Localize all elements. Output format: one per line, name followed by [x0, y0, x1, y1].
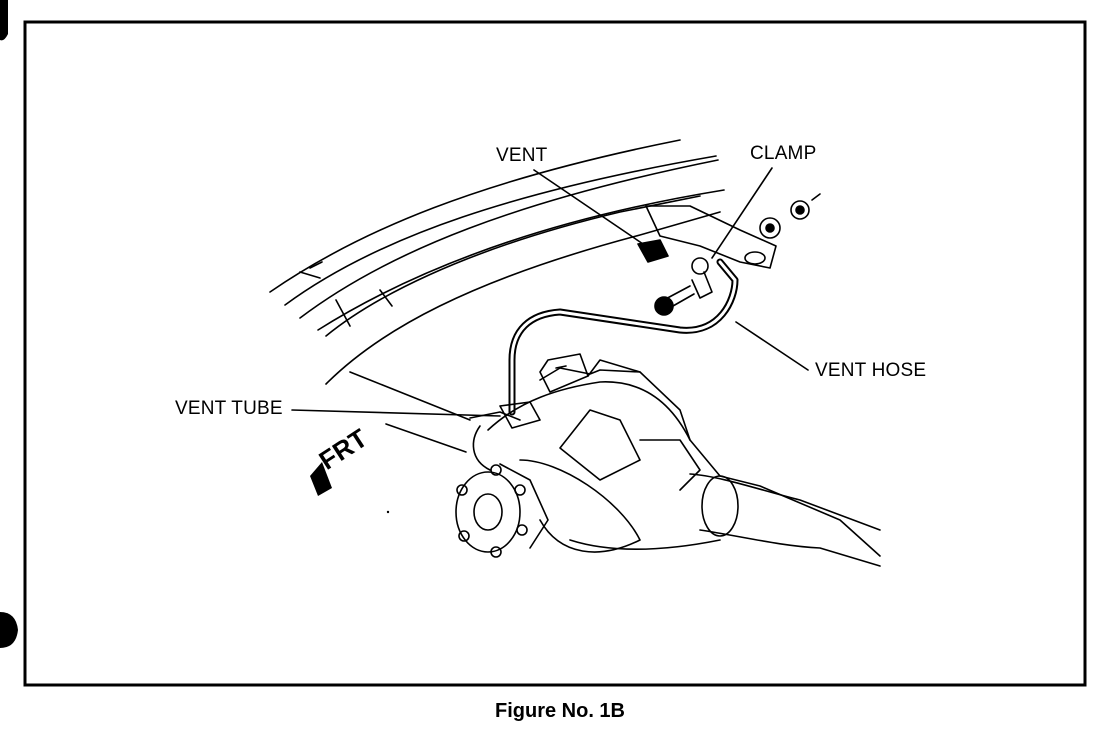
clamp-bracket — [645, 205, 777, 269]
diff-bottom — [569, 539, 721, 550]
diff-rib-2 — [639, 439, 701, 491]
body-notch — [299, 261, 323, 279]
figure-border — [23, 20, 1087, 687]
pinion-housing — [499, 463, 549, 549]
axle-tube-left-end — [472, 425, 491, 471]
axle-tube-collar — [701, 475, 739, 537]
bolt-head — [654, 296, 674, 316]
vent-tube-body — [499, 401, 541, 429]
breather-boss-detail — [555, 365, 567, 369]
flange-bolt-6 — [490, 464, 502, 476]
clamp-leader — [711, 167, 773, 259]
clamp-ring — [691, 257, 709, 275]
body-contour-2 — [284, 155, 717, 306]
vent-hose-leader — [735, 321, 809, 371]
diff-upper-edge — [539, 367, 881, 557]
vent-hose — [508, 258, 739, 416]
frame-line-1 — [349, 371, 471, 421]
flange-bolt-1 — [456, 484, 468, 496]
clamp-jaw — [691, 271, 713, 299]
body-contour-1 — [269, 139, 681, 293]
label-vent: VENT — [496, 145, 548, 166]
stud-tip — [811, 193, 821, 201]
figure-caption: Figure No. 1B — [494, 700, 625, 722]
diff-rib-1 — [559, 409, 641, 481]
nut-1-hole — [765, 223, 775, 233]
pinion-flange — [455, 471, 521, 553]
diff-cover-top — [487, 381, 691, 441]
binder-mark-top — [0, 0, 8, 41]
pinion-nut — [473, 493, 503, 531]
body-contour-3 — [299, 159, 719, 319]
vent-hose-core — [510, 260, 737, 414]
flange-bolt-2 — [458, 530, 470, 542]
label-clamp: CLAMP — [750, 143, 817, 164]
label-vent-tube: VENT TUBE — [175, 398, 283, 419]
nut-1 — [759, 217, 781, 239]
vent-leader — [533, 169, 647, 247]
binder-mark-bottom — [0, 612, 18, 648]
flange-bolt-4 — [516, 524, 528, 536]
nut-2-hole — [795, 205, 805, 215]
flange-bolt-3 — [490, 546, 502, 558]
frame-line-2 — [385, 423, 467, 453]
flange-bolt-5 — [514, 484, 526, 496]
body-contour-4 — [317, 189, 725, 331]
front-arrow-icon — [310, 462, 332, 496]
body-contour-6 — [325, 211, 721, 385]
diff-top-flange — [587, 359, 641, 377]
bracket-hole — [744, 251, 766, 265]
body-seam — [335, 289, 393, 327]
label-vent-hose: VENT HOSE — [815, 360, 927, 381]
scan-speck — [386, 510, 390, 514]
diff-carrier — [519, 459, 641, 553]
nut-2 — [790, 200, 810, 220]
breather-boss — [539, 353, 589, 393]
vent-tube-leader — [291, 409, 501, 417]
axle-tube-bottom — [699, 529, 881, 567]
axle-tube-top — [689, 473, 881, 531]
